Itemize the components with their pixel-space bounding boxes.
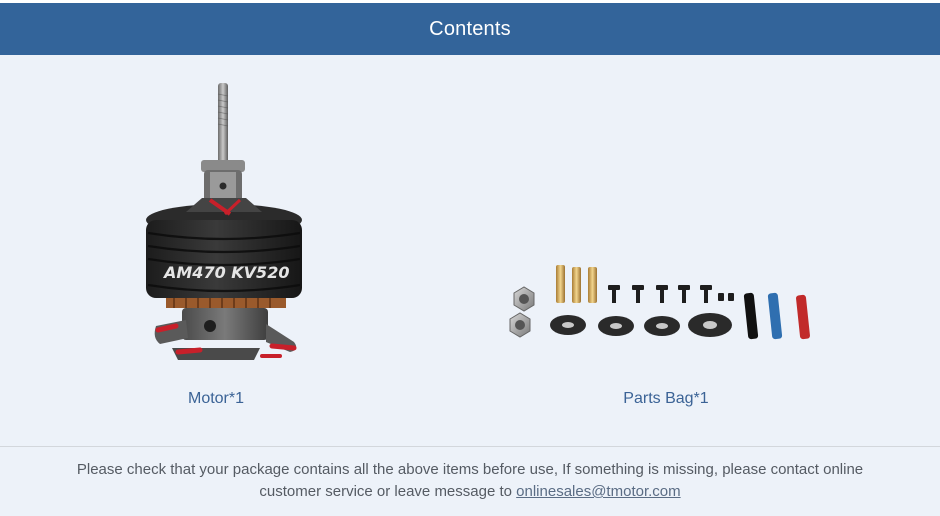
notice-line-2: customer service or leave message to onl… [0, 481, 940, 503]
contents-header: Contents [0, 3, 940, 55]
footer-divider [0, 446, 940, 447]
notice-line-2-text: customer service or leave message to [259, 483, 512, 500]
parts-bag-image [500, 255, 830, 350]
email-link[interactable]: onlinesales@tmotor.com [516, 483, 681, 500]
motor-engraving: AM470 KV520 [162, 263, 289, 282]
footer-notice: Please check that your package contains … [0, 447, 940, 516]
motor-caption: Motor*1 [187, 390, 245, 407]
parts-bag-caption: Parts Bag*1 [623, 390, 709, 407]
motor-icon: AM470 KV520 [146, 83, 302, 360]
motor-image: AM470 KV520 [130, 80, 310, 365]
parts-bag-icon [509, 265, 810, 340]
notice-line-1: Please check that your package contains … [76, 461, 864, 478]
header-title: Contents [429, 17, 511, 40]
